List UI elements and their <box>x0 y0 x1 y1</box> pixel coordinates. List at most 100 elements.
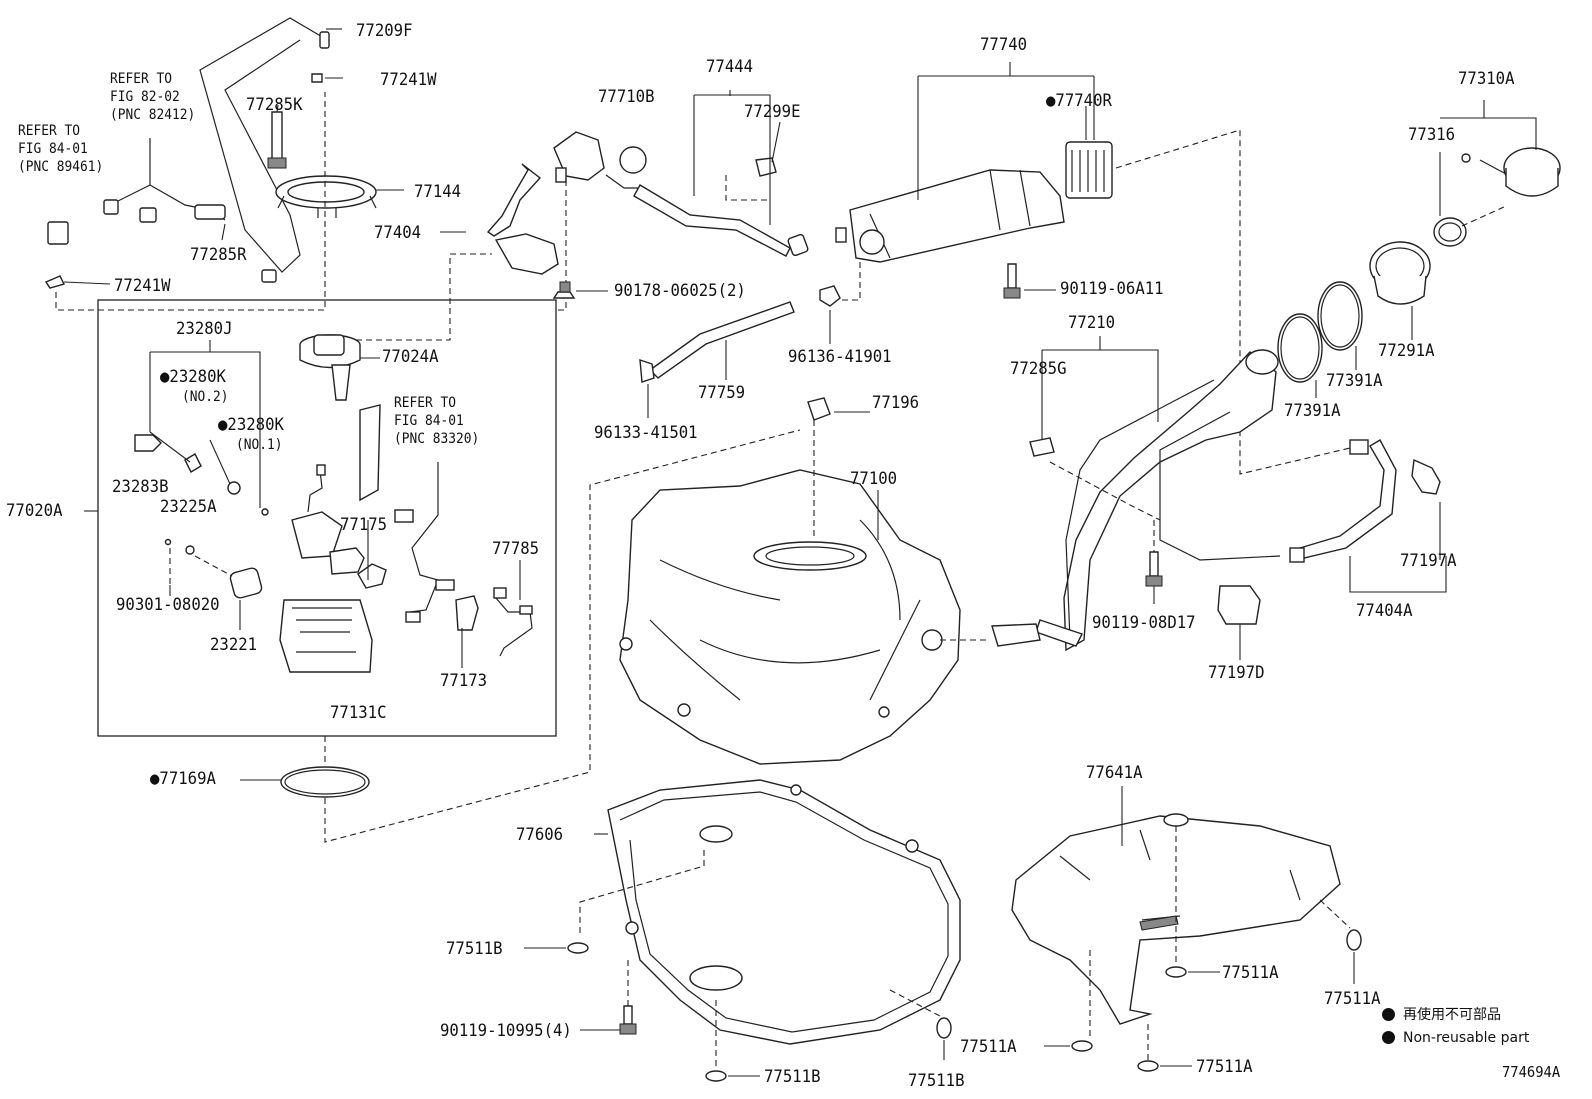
label-90178-06025: 90178-06025(2) <box>614 281 746 301</box>
label-90119-08D17: 90119-08D17 <box>1092 613 1196 633</box>
label-96133-41501: 96133-41501 <box>594 423 698 443</box>
hose-77444 <box>633 184 809 257</box>
hose-77404A <box>1289 439 1397 563</box>
label-23280K-no1-text: 23280K <box>227 415 284 435</box>
label-77285K: 77285K <box>246 95 303 115</box>
clip-96133 <box>639 358 655 383</box>
bolt-90119-10995 <box>619 1005 637 1035</box>
fuel-pump-assembly-box <box>97 299 557 737</box>
label-77641A: 77641A <box>1086 763 1143 783</box>
non-reusable-marker <box>160 367 169 387</box>
label-77606: 77606 <box>516 825 564 845</box>
plug-77511A-4 <box>1137 1060 1159 1072</box>
cap-77310A <box>1461 147 1561 197</box>
clip-96136 <box>819 285 841 307</box>
label-77759: 77759 <box>698 383 746 403</box>
retainer-77291A <box>1369 241 1431 305</box>
refer-fig84b-line2: FIG 84-01 <box>394 413 464 429</box>
label-77511B-1: 77511B <box>446 939 503 959</box>
label-77511A-1: 77511A <box>1222 963 1279 983</box>
label-77391A-2: 77391A <box>1284 401 1341 421</box>
harness-refer <box>394 462 455 623</box>
refer-fig84-line2: FIG 84-01 <box>18 141 88 157</box>
o-ring-23280K-2 <box>227 481 241 495</box>
canister-77740 <box>835 169 1065 263</box>
label-77210: 77210 <box>1068 313 1116 333</box>
label-77241W-left: 77241W <box>114 276 171 296</box>
plug-77511B-2 <box>705 1070 727 1082</box>
label-no2: (NO.2) <box>182 389 229 405</box>
label-77197A: 77197A <box>1400 551 1457 571</box>
label-77740: 77740 <box>980 35 1028 55</box>
filler-pipe-77210 <box>991 349 1281 652</box>
sub-tank-77131C <box>279 599 373 673</box>
refer-fig84-line1: REFER TO <box>18 123 81 139</box>
label-90301-08020: 90301-08020 <box>116 595 220 615</box>
figure-number: 774694A <box>1502 1063 1561 1081</box>
label-23280J: 23280J <box>176 319 233 339</box>
label-23225A: 23225A <box>160 497 217 517</box>
label-77511A-4: 77511A <box>1196 1057 1253 1077</box>
label-77710B: 77710B <box>598 87 655 107</box>
legend-dot-icon <box>1382 1031 1395 1044</box>
label-77285R: 77285R <box>190 245 247 265</box>
sender-gauge-77024A <box>299 334 361 401</box>
clamp-77285G <box>1029 437 1055 457</box>
label-23280K-no1: 23280K <box>218 415 284 435</box>
bolt-90119-08D17 <box>1145 551 1163 587</box>
label-23221: 23221 <box>210 635 258 655</box>
fuel-pump-77175 <box>357 404 387 589</box>
label-77100: 77100 <box>850 469 898 489</box>
fuel-tank-77100 <box>619 469 961 765</box>
label-77173: 77173 <box>440 671 488 691</box>
label-77175: 77175 <box>340 515 388 535</box>
label-77444: 77444 <box>706 57 754 77</box>
legend-row-english: Non-reusable part <box>1382 1030 1529 1046</box>
refer-fig82-line3: (PNC 82412) <box>110 107 196 123</box>
refer-fig84-line3: (PNC 89461) <box>18 159 104 175</box>
clip-77241W-top <box>311 73 323 83</box>
label-77391A-1: 77391A <box>1326 371 1383 391</box>
label-77169A: 77169A <box>150 769 216 789</box>
hose-77759 <box>648 301 795 379</box>
non-reusable-marker <box>150 769 159 789</box>
non-reusable-marker <box>218 415 227 435</box>
gauge-77173 <box>455 595 479 631</box>
label-77020A: 77020A <box>6 501 63 521</box>
label-77024A: 77024A <box>382 347 439 367</box>
protector-77606 <box>607 779 961 1045</box>
non-reusable-marker <box>1046 91 1055 111</box>
label-77285G: 77285G <box>1010 359 1067 379</box>
label-77511A-3: 77511A <box>960 1037 1017 1057</box>
clip-77241W-left <box>44 275 66 289</box>
filter-77740R <box>1065 141 1113 199</box>
label-77196: 77196 <box>872 393 920 413</box>
label-77740R: 77740R <box>1046 91 1112 111</box>
clip-90301 <box>164 538 172 546</box>
label-77241W-top: 77241W <box>380 70 437 90</box>
label-77291A: 77291A <box>1378 341 1435 361</box>
ring-77391A-2 <box>1277 313 1323 383</box>
label-96136-41901: 96136-41901 <box>788 347 892 367</box>
plug-77511A-1 <box>1165 966 1187 978</box>
legend: 再使用不可部品 Non-reusable part <box>1382 1004 1592 1064</box>
legend-dot-icon <box>1382 1008 1395 1021</box>
bracket-77285K <box>267 111 287 169</box>
clamp-77299E <box>755 157 777 177</box>
refer-fig84b-line1: REFER TO <box>394 395 457 411</box>
tube-77209F <box>199 17 330 283</box>
legend-row-japanese: 再使用不可部品 <box>1382 1004 1501 1024</box>
label-23283B: 23283B <box>112 477 169 497</box>
legend-english-text: Non-reusable part <box>1403 1030 1530 1046</box>
pump-unit-23221 <box>229 567 263 599</box>
label-77316: 77316 <box>1408 125 1456 145</box>
label-77144: 77144 <box>414 182 462 202</box>
bracket-77197A <box>1411 458 1441 495</box>
label-90119-06A11: 90119-06A11 <box>1060 279 1164 299</box>
wire-77785 <box>493 587 533 657</box>
label-77511A-2: 77511A <box>1324 989 1381 1009</box>
label-77511B-3: 77511B <box>908 1071 965 1091</box>
plug-77511A-2 <box>1346 929 1362 951</box>
gasket-77316 <box>1433 217 1467 247</box>
